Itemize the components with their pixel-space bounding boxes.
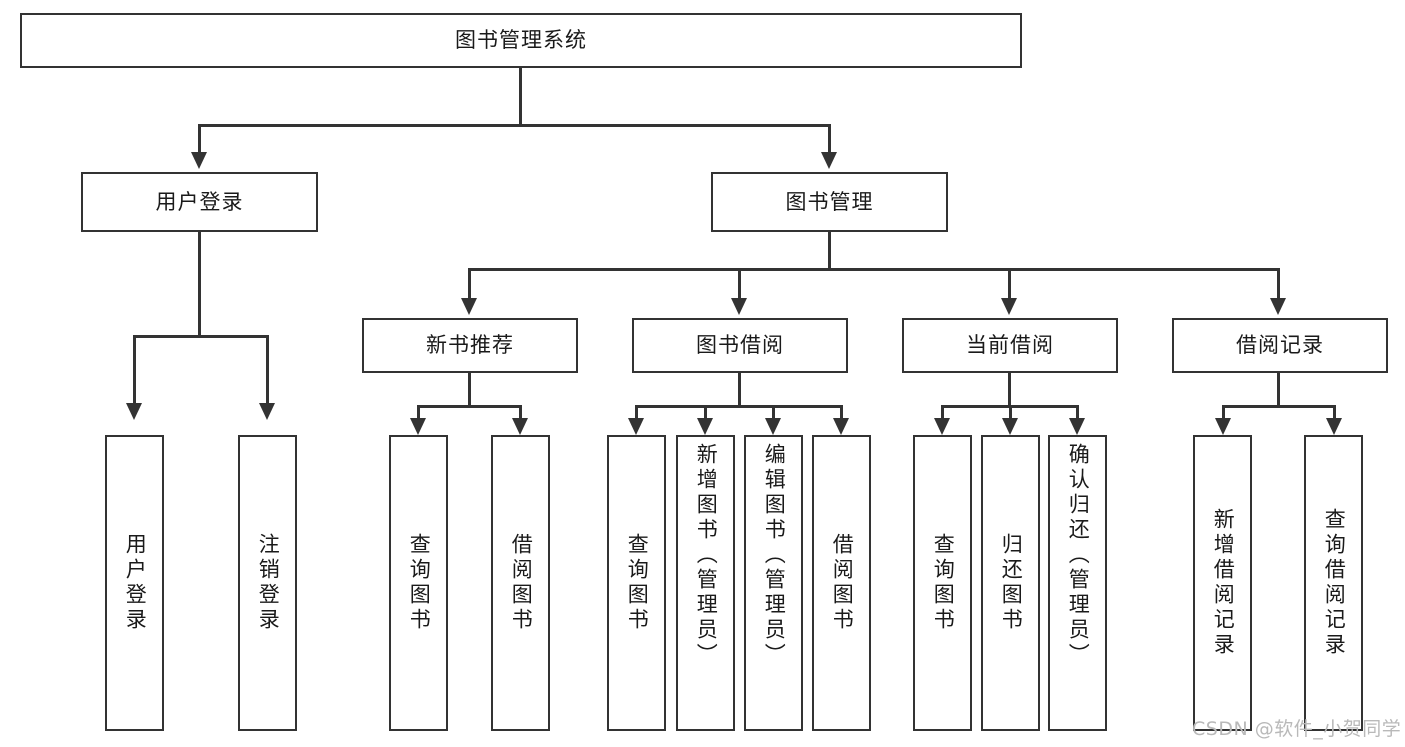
arrowhead-book-manage — [821, 152, 837, 169]
arrowhead-borrow-book-2 — [833, 418, 849, 435]
node-book-manage[interactable]: 图书管理 — [711, 172, 948, 232]
arrowhead-return-book — [1002, 418, 1018, 435]
arrowhead-book-borrow — [731, 298, 747, 315]
connector-drop-borrow-book-2 — [840, 405, 843, 421]
connector-drop-new-book-recommend — [468, 268, 471, 300]
connector-current-borrow-stem — [1008, 373, 1011, 407]
connector-drop-edit-book — [772, 405, 775, 421]
leaf-confirm-return-label: 确认归还（管理员） — [1066, 443, 1091, 668]
connector-book-manage-stem — [828, 232, 831, 270]
arrowhead-query-book-2 — [628, 418, 644, 435]
node-new-book-recommend[interactable]: 新书推荐 — [362, 318, 578, 373]
leaf-query-book-recommend[interactable]: 查询图书 — [389, 435, 448, 731]
arrowhead-query-book-3 — [934, 418, 950, 435]
arrowhead-current-borrow — [1001, 298, 1017, 315]
connector-user-login-bus — [133, 335, 269, 338]
connector-drop-book-manage — [828, 124, 831, 154]
leaf-add-book-label: 新增图书（管理员） — [694, 443, 719, 668]
node-root-label: 图书管理系统 — [455, 28, 587, 53]
node-book-borrow[interactable]: 图书借阅 — [632, 318, 848, 373]
connector-book-borrow-stem — [738, 373, 741, 407]
leaf-add-borrow-record[interactable]: 新增借阅记录 — [1193, 435, 1252, 731]
arrowhead-add-book — [697, 418, 713, 435]
node-book-borrow-label: 图书借阅 — [696, 333, 784, 358]
node-borrow-record-label: 借阅记录 — [1236, 333, 1324, 358]
leaf-query-book-borrow-label: 查询图书 — [625, 533, 650, 633]
connector-drop-book-borrow — [738, 268, 741, 300]
leaf-borrow-book-borrow-label: 借阅图书 — [830, 533, 855, 633]
node-current-borrow-label: 当前借阅 — [966, 333, 1054, 358]
arrowhead-leaf-user-login — [126, 403, 142, 420]
leaf-query-book-current-label: 查询图书 — [931, 533, 956, 633]
arrowhead-confirm-return — [1069, 418, 1085, 435]
connector-borrow-record-bus — [1222, 405, 1336, 408]
arrowhead-borrow-record — [1270, 298, 1286, 315]
leaf-query-book-recommend-label: 查询图书 — [407, 533, 432, 633]
leaf-edit-book[interactable]: 编辑图书（管理员） — [744, 435, 803, 731]
node-user-login[interactable]: 用户登录 — [81, 172, 318, 232]
connector-drop-leaf-user-login — [133, 335, 136, 405]
arrowhead-add-borrow-record — [1215, 418, 1231, 435]
leaf-add-book[interactable]: 新增图书（管理员） — [676, 435, 735, 731]
leaf-user-login-label: 用户登录 — [123, 533, 148, 633]
leaf-edit-book-label: 编辑图书（管理员） — [762, 443, 787, 668]
node-book-manage-label: 图书管理 — [785, 189, 874, 214]
connector-drop-confirm-return — [1076, 405, 1079, 421]
node-current-borrow[interactable]: 当前借阅 — [902, 318, 1118, 373]
connector-drop-leaf-user-logout — [266, 335, 269, 405]
node-new-book-recommend-label: 新书推荐 — [426, 333, 514, 358]
connector-book-borrow-bus — [635, 405, 843, 408]
leaf-return-book[interactable]: 归还图书 — [981, 435, 1040, 731]
connector-drop-query-borrow-record — [1333, 405, 1336, 421]
arrowhead-query-book-1 — [410, 418, 426, 435]
arrowhead-user-login — [191, 152, 207, 169]
leaf-return-book-label: 归还图书 — [999, 533, 1024, 633]
connector-drop-current-borrow — [1008, 268, 1011, 300]
arrowhead-query-borrow-record — [1326, 418, 1342, 435]
leaf-query-book-borrow[interactable]: 查询图书 — [607, 435, 666, 731]
leaf-query-borrow-record[interactable]: 查询借阅记录 — [1304, 435, 1363, 731]
node-borrow-record[interactable]: 借阅记录 — [1172, 318, 1388, 373]
connector-level3-bus — [468, 268, 1280, 271]
connector-drop-add-book — [704, 405, 707, 421]
leaf-add-borrow-record-label: 新增借阅记录 — [1211, 508, 1236, 658]
connector-borrow-record-stem — [1277, 373, 1280, 407]
leaf-confirm-return[interactable]: 确认归还（管理员） — [1048, 435, 1107, 731]
connector-drop-query-book-1 — [417, 405, 420, 421]
connector-new-book-recommend-stem — [468, 373, 471, 407]
arrowhead-new-book-recommend — [461, 298, 477, 315]
node-user-login-label: 用户登录 — [155, 189, 244, 214]
arrowhead-leaf-user-logout — [259, 403, 275, 420]
connector-user-login-stem — [198, 232, 201, 337]
connector-root-stem — [519, 68, 522, 125]
connector-level2-bus — [198, 124, 831, 127]
connector-drop-add-borrow-record — [1222, 405, 1225, 421]
arrowhead-borrow-book-1 — [512, 418, 528, 435]
node-root-book-management-system[interactable]: 图书管理系统 — [20, 13, 1022, 68]
leaf-user-logout-label: 注销登录 — [256, 533, 281, 633]
leaf-borrow-book-recommend-label: 借阅图书 — [509, 533, 534, 633]
connector-drop-query-book-3 — [941, 405, 944, 421]
connector-drop-return-book — [1009, 405, 1012, 421]
leaf-user-logout[interactable]: 注销登录 — [238, 435, 297, 731]
arrowhead-edit-book — [765, 418, 781, 435]
connector-drop-user-login — [198, 124, 201, 154]
connector-drop-borrow-record — [1277, 268, 1280, 300]
connector-drop-borrow-book-1 — [519, 405, 522, 421]
leaf-user-login[interactable]: 用户登录 — [105, 435, 164, 731]
leaf-query-borrow-record-label: 查询借阅记录 — [1322, 508, 1347, 658]
csdn-watermark: CSDN @软件_小贺同学 — [1192, 718, 1402, 740]
leaf-borrow-book-recommend[interactable]: 借阅图书 — [491, 435, 550, 731]
connector-drop-query-book-2 — [635, 405, 638, 421]
leaf-query-book-current[interactable]: 查询图书 — [913, 435, 972, 731]
connector-new-book-recommend-bus — [417, 405, 522, 408]
leaf-borrow-book-borrow[interactable]: 借阅图书 — [812, 435, 871, 731]
